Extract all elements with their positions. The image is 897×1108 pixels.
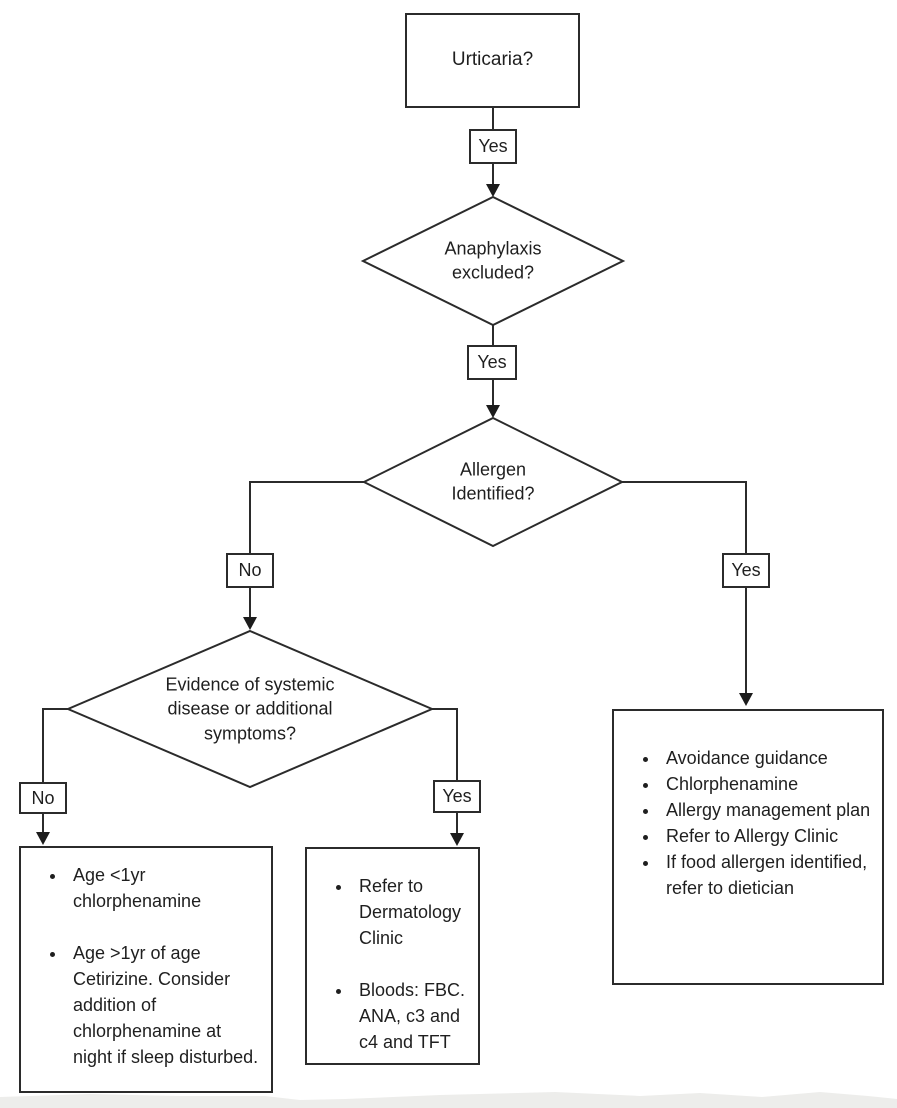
bullet-item: Age >1yr of age Cetirizine. Consider add… bbox=[67, 940, 263, 1070]
edge-label-systemic-no: No bbox=[19, 782, 67, 814]
outcome-box-allergy-management: Avoidance guidanceChlorphenamineAllergy … bbox=[612, 709, 884, 985]
arrow-into-allergen bbox=[486, 405, 500, 418]
arrow-into-mid-outcome bbox=[450, 833, 464, 846]
bullet-list: Age <1yr chlorphenamineAge >1yr of age C… bbox=[21, 862, 271, 1070]
bullet-item: Age <1yr chlorphenamine bbox=[67, 862, 263, 914]
bullet-item: Refer to Allergy Clinic bbox=[660, 823, 874, 849]
diamond-systemic bbox=[65, 629, 435, 789]
outcome-box-antihistamine-treatment: Age <1yr chlorphenamineAge >1yr of age C… bbox=[19, 846, 273, 1093]
connector-lines bbox=[42, 108, 747, 839]
edge-label-urticaria-yes: Yes bbox=[469, 129, 517, 164]
arrow-into-right-outcome bbox=[739, 693, 753, 706]
edge-label-text: Yes bbox=[478, 136, 508, 156]
edge-label-text: Yes bbox=[731, 560, 761, 580]
decision-systemic-text: Evidence of systemic disease or addition… bbox=[165, 674, 335, 744]
bullet-item: Bloods: FBC. ANA, c3 and c4 and TFT bbox=[353, 977, 470, 1055]
arrow-into-anaphylaxis bbox=[486, 184, 500, 197]
edge-label-text: No bbox=[31, 787, 55, 808]
edge-label-anaphylaxis-yes: Yes bbox=[467, 345, 517, 380]
edge-label-text: No bbox=[238, 560, 262, 580]
bullet-list: Refer to Dermatology ClinicBloods: FBC. … bbox=[307, 873, 478, 1055]
bullet-item: Avoidance guidance bbox=[660, 745, 874, 771]
page-edge-shadow bbox=[0, 1092, 897, 1108]
edge-label-text: Yes bbox=[477, 352, 507, 372]
bullet-item: Chlorphenamine bbox=[660, 771, 874, 797]
bullet-item: Refer to Dermatology Clinic bbox=[353, 873, 470, 951]
edge-label-allergen-yes: Yes bbox=[722, 553, 770, 588]
outcome-box-dermatology-referral: Refer to Dermatology ClinicBloods: FBC. … bbox=[305, 847, 480, 1065]
bullet-item: Allergy management plan bbox=[660, 797, 874, 823]
bullet-list: Avoidance guidanceChlorphenamineAllergy … bbox=[614, 745, 882, 901]
start-node-label: Urticaria? bbox=[451, 49, 534, 71]
bullet-item: If food allergen identified, refer to di… bbox=[660, 849, 874, 901]
start-node-urticaria: Urticaria? bbox=[405, 13, 580, 108]
decision-anaphylaxis-text: Anaphylaxis excluded? bbox=[444, 238, 542, 283]
edge-label-systemic-yes: Yes bbox=[433, 780, 481, 813]
arrowheads bbox=[36, 184, 753, 846]
diamond-anaphylaxis bbox=[360, 195, 626, 327]
edge-label-text: Yes bbox=[442, 786, 472, 806]
diamond-allergen bbox=[361, 416, 625, 548]
decision-allergen-text: Allergen Identified? bbox=[451, 459, 535, 504]
arrow-into-left-outcome bbox=[36, 832, 50, 845]
edge-label-allergen-no: No bbox=[226, 553, 274, 588]
decision-diamonds bbox=[65, 195, 626, 789]
arrow-into-systemic bbox=[243, 617, 257, 630]
